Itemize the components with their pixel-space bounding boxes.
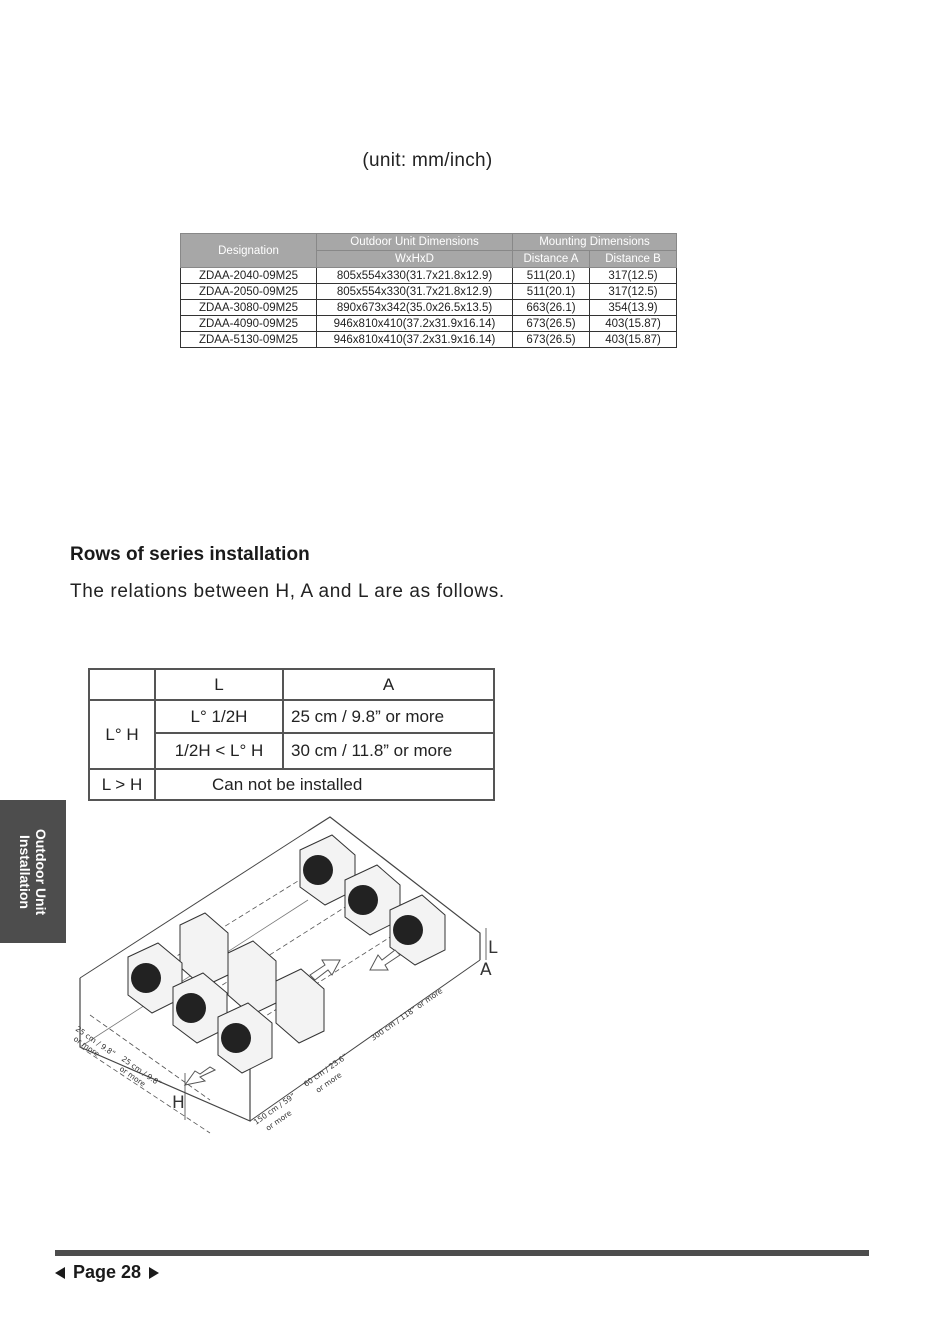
section-paragraph: The relations between H, A and L are as …	[70, 581, 505, 602]
cell-designation: ZDAA-2050-09M25	[180, 283, 317, 300]
cell-distance-b: 403(15.87)	[589, 315, 677, 332]
l-a-relation-table: L A L° H L° 1/2H 25 cm / 9.8” or more 1/…	[88, 668, 495, 801]
outdoor-unit-back-2	[344, 864, 401, 936]
label-l: L	[488, 938, 498, 958]
cell-dims: 946x810x410(37.2x31.9x16.14)	[316, 315, 513, 332]
airflow-arrow-icon	[183, 1066, 217, 1086]
outdoor-unit-front-1	[127, 942, 183, 1014]
table-row: ZDAA-2050-09M25 805x554x330(31.7x21.8x12…	[180, 283, 677, 300]
header-l: L	[154, 668, 284, 701]
dim-300-label: 300 cm / 118” or more	[369, 986, 445, 1043]
footer-divider	[55, 1250, 869, 1256]
cell-distance-a: 511(20.1)	[512, 283, 590, 300]
label-a: A	[480, 960, 492, 980]
cell-distance-b: 317(12.5)	[589, 283, 677, 300]
cell-dims: 805x554x330(31.7x21.8x12.9)	[316, 283, 513, 300]
page-number: Page 28	[73, 1262, 142, 1282]
cell-a: 25 cm / 9.8” or more	[282, 699, 495, 734]
installation-diagram: H L A 300 cm / 118” or more 25 cm / 9.8”…	[72, 816, 498, 1134]
table-row: ZDAA-4090-09M25 946x810x410(37.2x31.9x16…	[180, 315, 677, 332]
cell-distance-a: 663(26.1)	[512, 299, 590, 316]
side-tab-line2: Installation	[17, 834, 33, 909]
outdoor-unit-back-3	[389, 894, 446, 966]
dimensions-table: Designation Outdoor Unit Dimensions Moun…	[180, 233, 677, 348]
airflow-arrow-icon	[369, 949, 401, 971]
cell-distance-b: 354(13.9)	[589, 299, 677, 316]
label-h: H	[172, 1093, 185, 1113]
header-a: A	[282, 668, 495, 701]
cell-designation: ZDAA-2040-09M25	[180, 267, 317, 284]
cell-a: 30 cm / 11.8” or more	[282, 732, 495, 770]
side-tab-line1: Outdoor Unit	[33, 828, 49, 915]
front-wall	[79, 978, 251, 1122]
outdoor-unit-back-1	[299, 834, 356, 906]
cell-designation: ZDAA-4090-09M25	[180, 315, 317, 332]
footer-pagination: Page 28	[55, 1262, 160, 1283]
table-row: ZDAA-5130-09M25 946x810x410(37.2x31.9x16…	[180, 331, 677, 348]
floor-edge-right	[249, 959, 481, 1122]
outdoor-unit-mid-3	[275, 968, 325, 1044]
cannot-install-text: Can not be installed	[154, 768, 495, 801]
outdoor-unit-mid-2	[227, 940, 277, 1016]
outdoor-unit-front-3	[217, 1002, 273, 1074]
last-row-label: L > H	[88, 768, 156, 801]
cell-distance-a: 673(26.5)	[512, 331, 590, 348]
side-section-tab: Outdoor Unit Installation	[0, 800, 66, 943]
outdoor-unit-front-2	[172, 972, 228, 1044]
header-wxhxd: WxHxD	[316, 250, 513, 268]
cell-l: L° 1/2H	[154, 699, 284, 734]
cell-distance-b: 317(12.5)	[589, 267, 677, 284]
cell-dims: 805x554x330(31.7x21.8x12.9)	[316, 267, 513, 284]
airflow-arrow-icon	[309, 959, 341, 981]
prev-page-icon[interactable]	[55, 1266, 65, 1279]
cell-distance-a: 511(20.1)	[512, 267, 590, 284]
back-wall	[307, 816, 481, 960]
floor-edge-left	[79, 830, 309, 979]
header-distance-b: Distance B	[589, 250, 677, 268]
next-page-icon[interactable]	[149, 1266, 160, 1279]
table-row: ZDAA-3080-09M25 890x673x342(35.0x26.5x13…	[180, 299, 677, 316]
header-mounting-dims: Mounting Dimensions	[512, 233, 677, 251]
cell-designation: ZDAA-5130-09M25	[180, 331, 317, 348]
cell-distance-a: 673(26.5)	[512, 315, 590, 332]
table-row: ZDAA-2040-09M25 805x554x330(31.7x21.8x12…	[180, 267, 677, 284]
cell-dims: 890x673x342(35.0x26.5x13.5)	[316, 299, 513, 316]
header-distance-a: Distance A	[512, 250, 590, 268]
row-group-label: L° H	[88, 699, 156, 770]
header-designation: Designation	[180, 233, 317, 268]
cell-distance-b: 403(15.87)	[589, 331, 677, 348]
empty-header-cell	[88, 668, 156, 701]
cell-dims: 946x810x410(37.2x31.9x16.14)	[316, 331, 513, 348]
unit-note: (unit: mm/inch)	[362, 150, 493, 171]
section-heading: Rows of series installation	[70, 544, 310, 565]
cell-l: 1/2H < L° H	[154, 732, 284, 770]
header-outdoor-dims: Outdoor Unit Dimensions	[316, 233, 513, 251]
cell-designation: ZDAA-3080-09M25	[180, 299, 317, 316]
